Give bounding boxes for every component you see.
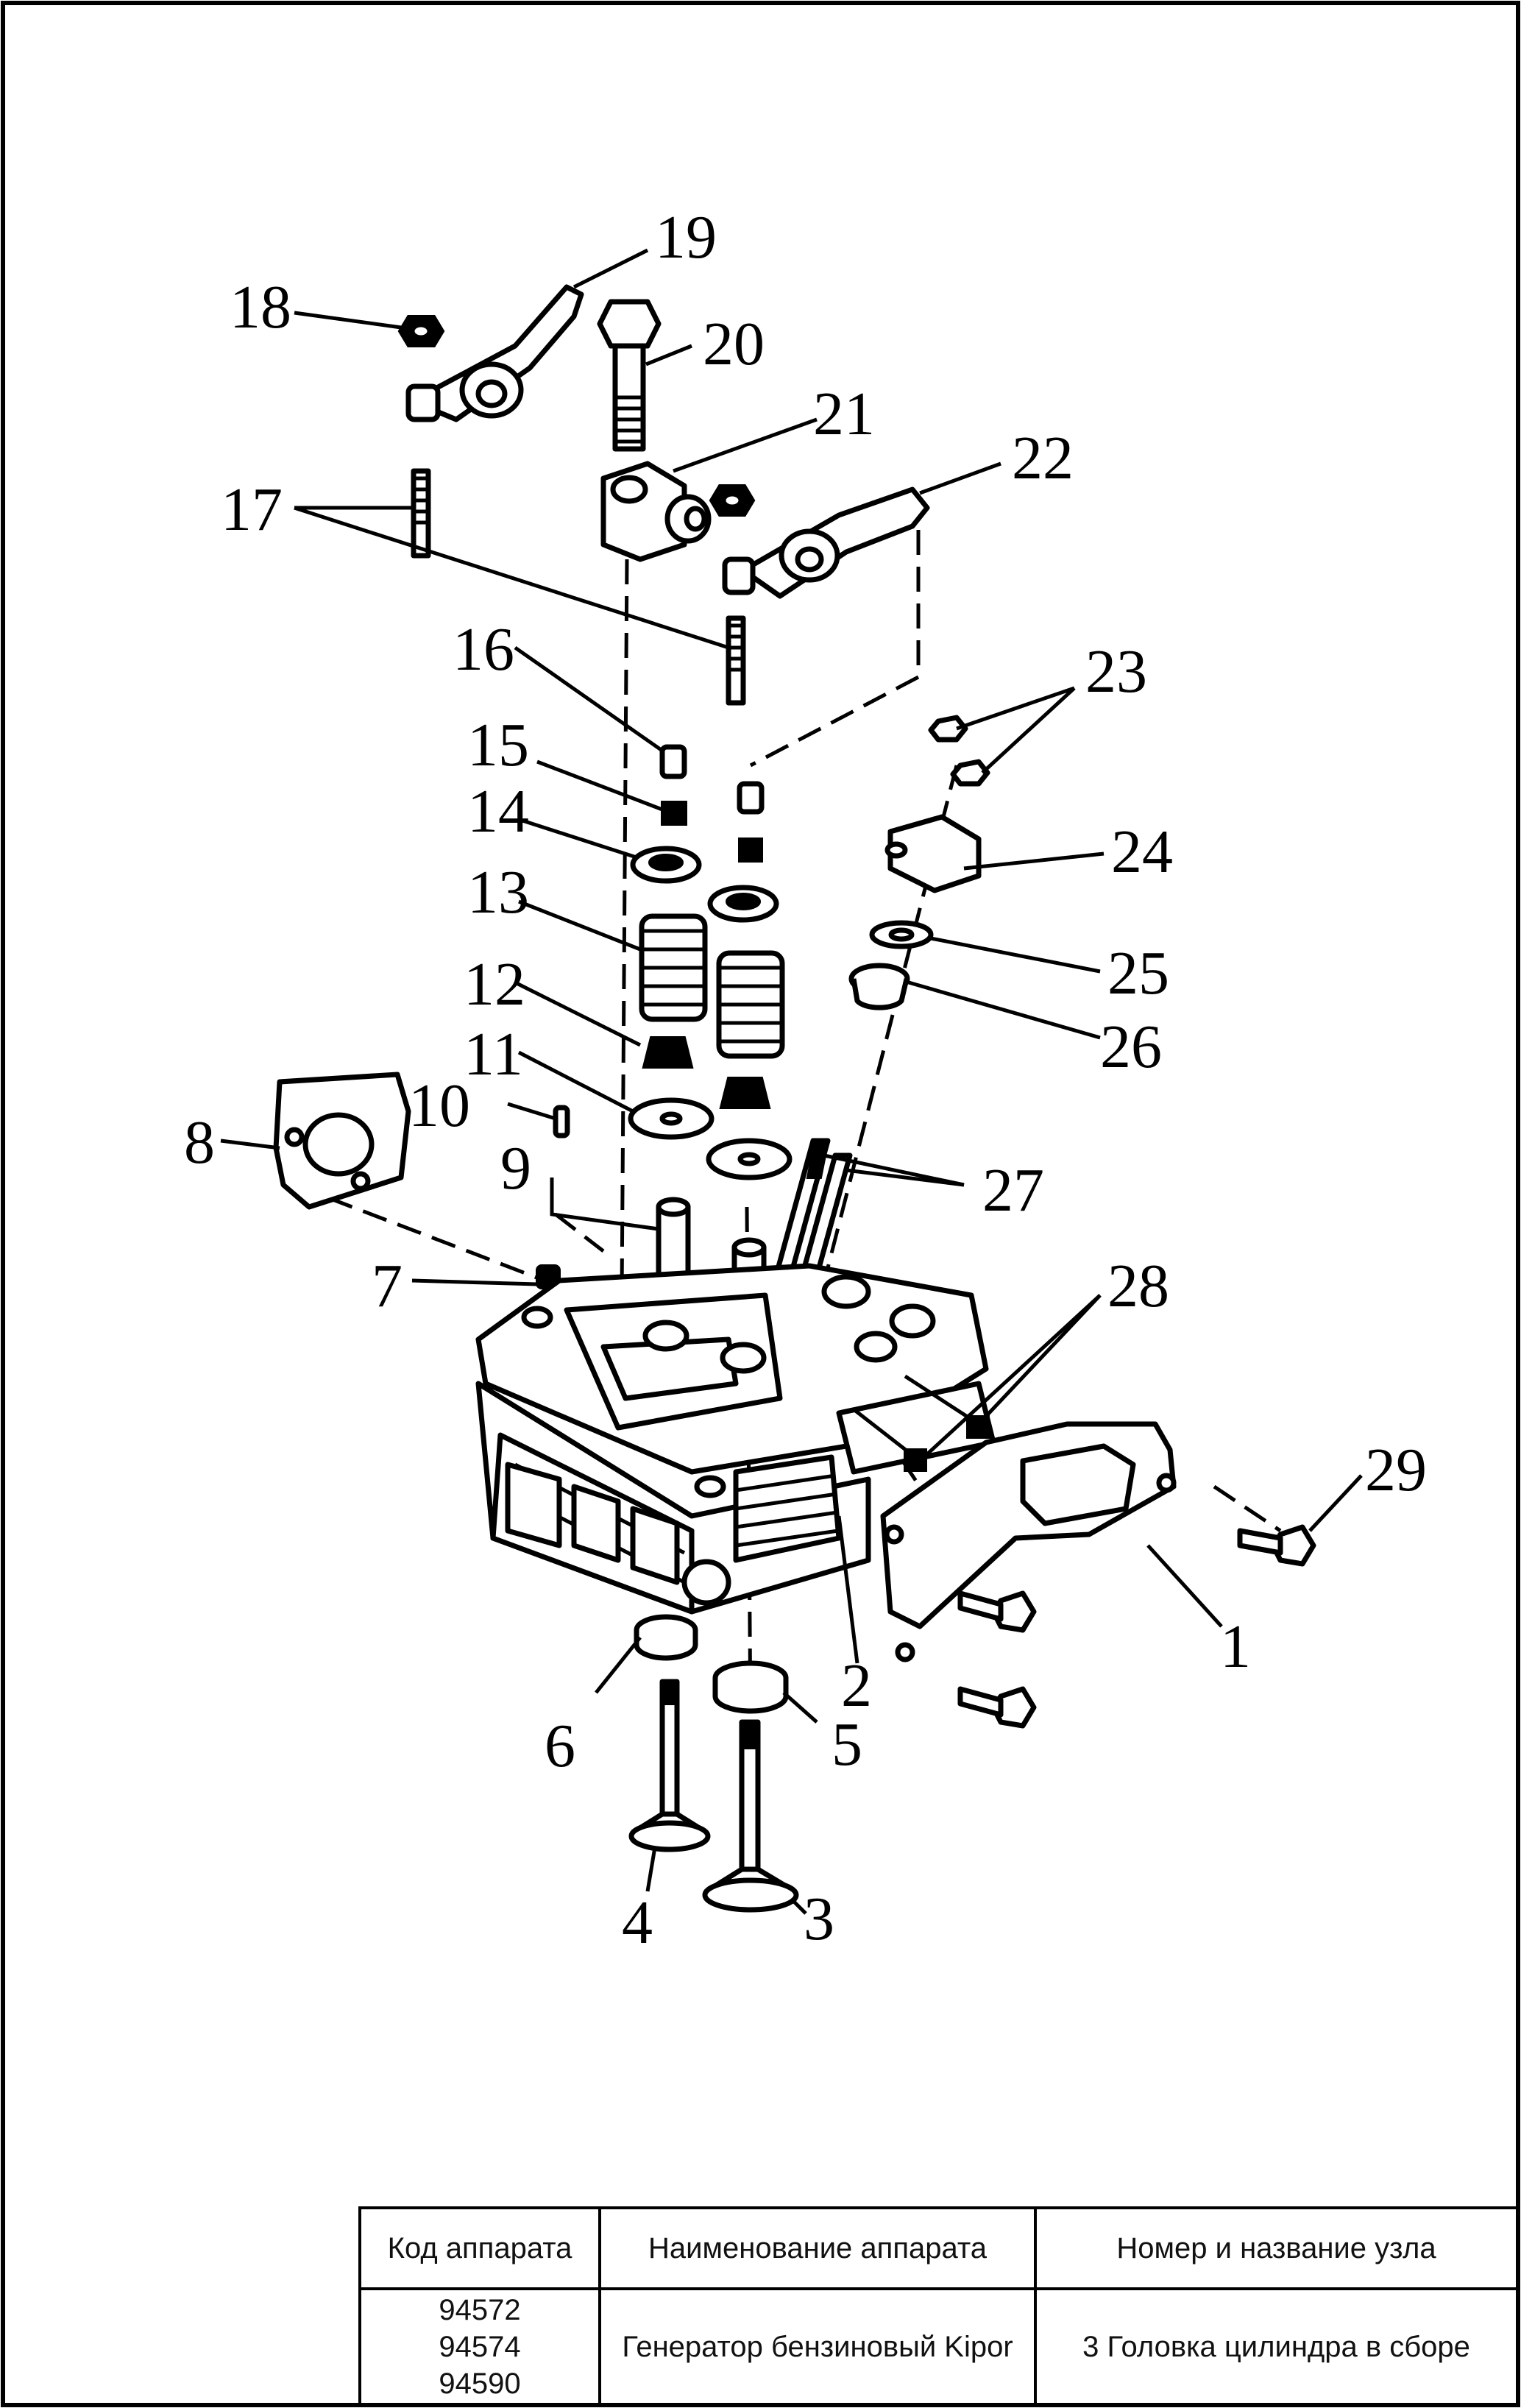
callout-16: 16 (453, 615, 514, 684)
cover-bolts (957, 1524, 1316, 1729)
rocker-nut-right (709, 484, 756, 517)
callout-8: 8 (184, 1108, 215, 1177)
rocker-stud-right (726, 615, 746, 706)
device-name: Генератор бензиновый Kipor (598, 2287, 1037, 2407)
callout-12: 12 (464, 950, 525, 1019)
callout-24: 24 (1111, 818, 1173, 886)
callout-22: 22 (1012, 424, 1074, 492)
intake-gasket (273, 1072, 411, 1210)
callout-20: 20 (703, 310, 765, 378)
rocker-cover-gasket (880, 1421, 1177, 1662)
cylinder-head (475, 1263, 996, 1615)
pivot-bolt (597, 299, 662, 452)
callout-29: 29 (1365, 1436, 1427, 1504)
title-block-header-row: Код аппарата Наименование аппарата Номер… (358, 2206, 1519, 2290)
valves (628, 1679, 799, 1913)
valve-caps (659, 744, 765, 815)
device-code: 94572 (439, 2294, 521, 2326)
callout-labels: 1 2 3 4 5 6 7 8 9 10 11 12 13 14 15 16 1… (184, 203, 1427, 1957)
callout-18: 18 (230, 273, 291, 341)
valve-stem-seals (642, 1036, 771, 1109)
rocker-bracket (600, 461, 712, 562)
device-code: 94574 (439, 2331, 521, 2363)
valve-cotters (661, 801, 763, 863)
breather-parts (848, 715, 990, 1010)
callout-6: 6 (545, 1712, 575, 1780)
callout-23: 23 (1085, 637, 1147, 706)
callout-19: 19 (655, 203, 717, 272)
callout-21: 21 (813, 380, 875, 448)
callout-27: 27 (982, 1156, 1044, 1225)
title-block-data-row: 94572 94574 94590 Генератор бензиновый K… (358, 2287, 1519, 2407)
unit-name: 3 Головка цилиндра в сборе (1034, 2287, 1519, 2407)
device-codes-cell: 94572 94574 94590 (358, 2287, 601, 2407)
valve-springs (639, 913, 785, 1059)
callout-2: 2 (841, 1651, 872, 1720)
callout-25: 25 (1107, 939, 1169, 1008)
spring-retainers (630, 846, 779, 923)
callout-7: 7 (372, 1252, 403, 1320)
callout-11: 11 (464, 1020, 523, 1088)
title-block-table: Код аппарата Наименование аппарата Номер… (358, 2206, 1519, 2407)
device-code: 94590 (439, 2368, 521, 2400)
callout-26: 26 (1100, 1013, 1162, 1081)
header-unit-name: Номер и название узла (1034, 2206, 1519, 2290)
valve-seats (634, 1614, 789, 1714)
callout-1: 1 (1220, 1612, 1251, 1681)
leader-lines (220, 248, 1363, 1915)
rocker-arm-left (405, 284, 584, 422)
rocker-arm-right (722, 486, 930, 599)
callout-9: 9 (500, 1134, 531, 1203)
spring-washers (628, 1097, 793, 1180)
callout-13: 13 (467, 858, 529, 927)
rocker-nut-left (397, 315, 445, 347)
header-device-name: Наименование аппарата (598, 2206, 1037, 2290)
callout-4: 4 (622, 1888, 653, 1957)
callout-15: 15 (467, 711, 529, 779)
dowel-pin (553, 1105, 570, 1139)
callout-14: 14 (467, 777, 529, 846)
callout-28: 28 (1107, 1252, 1169, 1320)
callout-17: 17 (221, 475, 283, 544)
rocker-stud-left (411, 468, 431, 559)
callout-3: 3 (804, 1885, 834, 1953)
head-bolts (852, 1374, 990, 1472)
callout-10: 10 (408, 1072, 470, 1140)
callout-5: 5 (832, 1710, 862, 1779)
header-device-code: Код аппарата (358, 2206, 601, 2290)
